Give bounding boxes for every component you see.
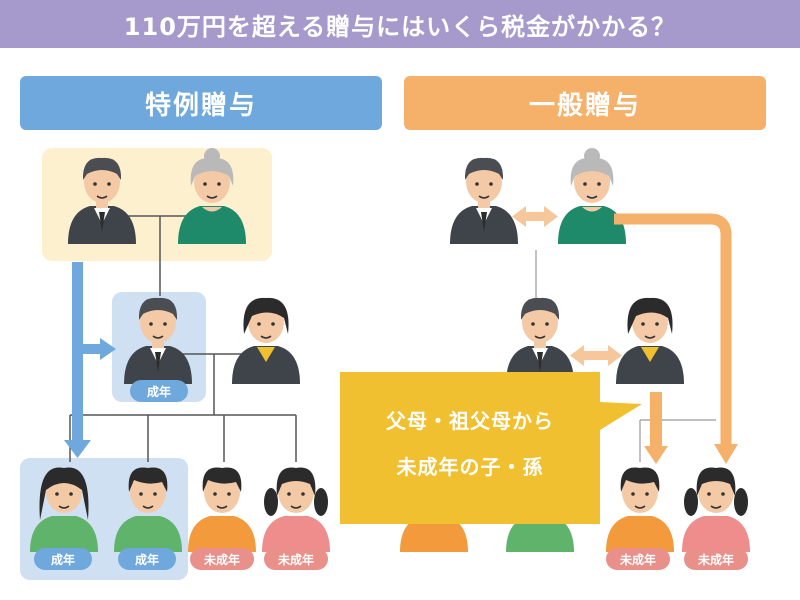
page-title: 110万円を超える贈与にはいくら税金がかかる？ [0,0,800,48]
callout-line-2: 未成年の子・孫 [396,455,544,479]
special-gift-header: 特例贈与 [20,76,382,130]
adult-tag: 成年 [130,380,188,402]
minor-tag: 未成年 [264,548,328,570]
callout-line-1: 父母・祖父母から [386,409,554,433]
adult-tag: 成年 [118,548,176,570]
grandmother-icon [557,147,627,245]
minor-tag: 未成年 [684,548,748,570]
minor-daughter-icon [681,466,751,553]
callout-box [340,372,642,524]
general-gift-arrows [614,213,738,464]
adult-tag: 成年 [34,548,92,570]
spouse-double-arrows [512,206,622,366]
grandparents-box [42,148,272,261]
father-icon [505,297,575,385]
minor-daughter-icon [261,466,331,553]
special-gift-arrows [64,262,116,458]
minor-son-icon [187,466,257,553]
grandfather-icon [449,157,519,245]
minor-son-icon [605,466,675,553]
minor-tag: 未成年 [606,548,670,570]
mother-icon [615,297,685,385]
minor-tag: 未成年 [190,548,254,570]
general-gift-header: 一般贈与 [404,76,766,130]
mother-icon [231,297,301,385]
callout-text: 父母・祖父母から 未成年の子・孫 [360,398,580,490]
